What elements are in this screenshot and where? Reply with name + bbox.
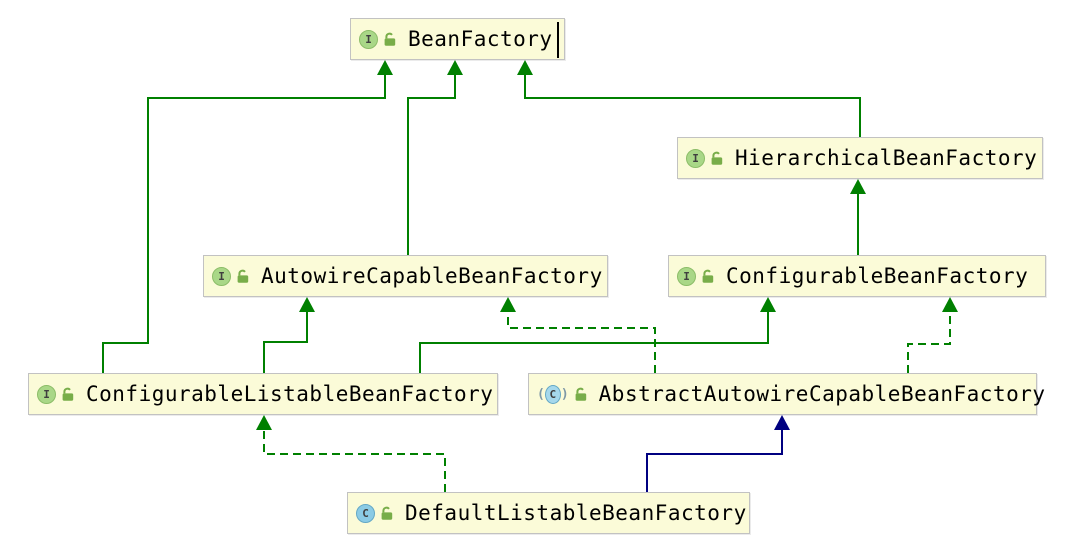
node-label: ConfigurableBeanFactory — [726, 264, 1029, 288]
text-caret — [557, 22, 559, 58]
edge-configurablelistablebeanfactory-extends-beanfactory — [102, 75, 386, 373]
open-lock-icon — [383, 32, 398, 47]
node-label: ConfigurableListableBeanFactory — [86, 382, 494, 406]
class-icon: C — [356, 503, 375, 523]
node-label: AbstractAutowireCapableBeanFactory — [598, 382, 1046, 406]
arrowhead — [299, 297, 315, 312]
node-label: BeanFactory — [408, 27, 553, 51]
arrowhead — [377, 60, 393, 75]
edge-hierarchicalbeanfactory-extends-beanfactory — [524, 75, 861, 137]
arrowhead — [850, 179, 866, 194]
edge-configurablelistablebeanfactory-extends-configurablebeanfactory — [419, 312, 769, 373]
edge-abstractautowirecapablebeanfactory-implements-autowirecapablebeanfactory — [507, 312, 656, 373]
interface-icon: I — [37, 384, 56, 404]
edge-defaultlistablebeanfactory-implements-configurablelistablebeanfactory — [263, 430, 446, 492]
arrowhead — [500, 297, 516, 312]
interface-icon: I — [359, 29, 378, 49]
edge-configurablelistablebeanfactory-extends-autowirecapablebeanfactory — [263, 312, 308, 373]
node-abstract-autowire-capable-bean-factory[interactable]: (C) AbstractAutowireCapableBeanFactory — [528, 373, 1045, 415]
node-label: HierarchicalBeanFactory — [735, 146, 1038, 170]
open-lock-icon — [61, 387, 76, 402]
edge-autowirecapablebeanfactory-extends-beanfactory — [407, 75, 456, 255]
interface-icon: I — [686, 148, 705, 168]
interface-icon: I — [212, 266, 231, 286]
arrowhead — [942, 297, 958, 312]
node-hierarchical-bean-factory[interactable]: I HierarchicalBeanFactory — [677, 137, 1043, 179]
arrowhead — [774, 415, 790, 430]
open-lock-icon — [236, 269, 251, 284]
interface-icon: I — [677, 266, 696, 286]
arrowhead — [517, 60, 533, 75]
open-lock-icon — [574, 387, 589, 402]
edge-defaultlistablebeanfactory-extends-abstractautowirecapablebeanfactory — [646, 430, 783, 492]
node-autowire-capable-bean-factory[interactable]: I AutowireCapableBeanFactory — [203, 255, 608, 297]
abstract-class-icon: (C) — [537, 384, 569, 404]
arrowhead — [760, 297, 776, 312]
edge-abstractautowirecapablebeanfactory-implements-configurablebeanfactory — [907, 312, 951, 373]
node-bean-factory[interactable]: I BeanFactory — [350, 18, 565, 60]
open-lock-icon — [380, 506, 395, 521]
node-label: AutowireCapableBeanFactory — [261, 264, 603, 288]
node-configurable-bean-factory[interactable]: I ConfigurableBeanFactory — [668, 255, 1046, 297]
arrowhead — [447, 60, 463, 75]
open-lock-icon — [710, 151, 725, 166]
open-lock-icon — [701, 269, 716, 284]
node-label: DefaultListableBeanFactory — [405, 501, 747, 525]
arrowhead — [256, 415, 272, 430]
node-default-listable-bean-factory[interactable]: C DefaultListableBeanFactory — [347, 492, 750, 534]
node-configurable-listable-bean-factory[interactable]: I ConfigurableListableBeanFactory — [28, 373, 498, 415]
